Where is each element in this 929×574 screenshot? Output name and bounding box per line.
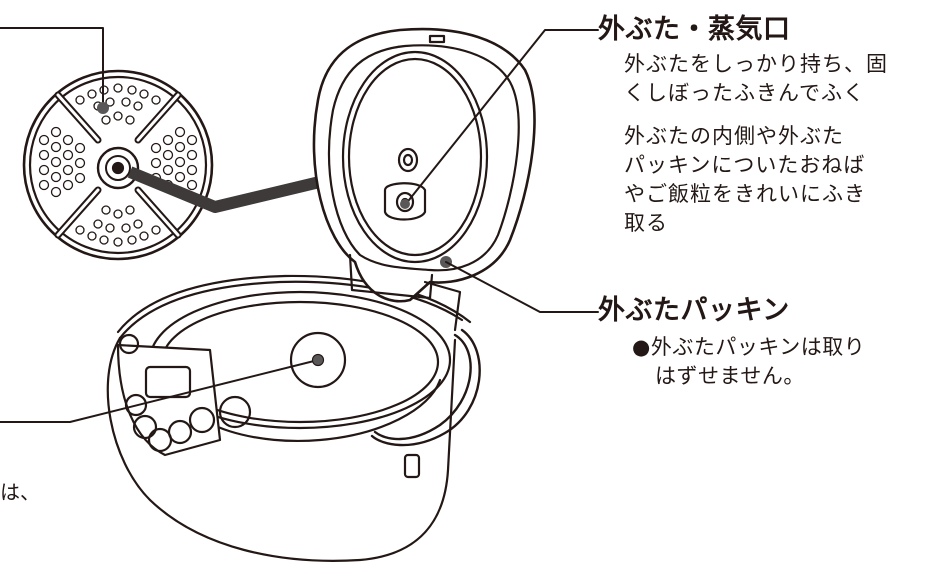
lid-packing-note-line-1: ●外ぶたパッキンは取り [632, 333, 865, 362]
leader-dot-inner-lid [97, 102, 109, 114]
lid-packing-note-line-2: はずせません。 [655, 364, 805, 388]
lid-vent-desc2-line-2: パッキンについたおねば [624, 153, 866, 177]
lid-vent-desc2-line-1: 外ぶたの内側や外ぶた [624, 124, 844, 148]
lid-packing-title: 外ぶたパッキン [598, 295, 790, 326]
leader-dot-pot [313, 355, 323, 365]
leader-line-lid-vent [404, 29, 599, 206]
leader-line-inner-lid [0, 27, 104, 108]
lid-vent-desc-line-1: 外ぶたをしっかり持ち、固 [624, 52, 888, 76]
lid-packing-note-text-1: 外ぶたパッキンは取り [650, 335, 866, 359]
partial-text-bottom-left: は、 [0, 480, 40, 504]
leader-line-pot [0, 359, 319, 423]
lid-vent-title: 外ぶた・蒸気口 [598, 14, 791, 45]
lid-vent-desc2-line-3: やご飯粒をきれいにふき [624, 182, 866, 206]
leader-line-lid-packing [445, 261, 599, 313]
leader-dot-lid-vent [400, 199, 410, 209]
lid-vent-desc-line-2: くしぼったふきんでふく [624, 81, 865, 105]
bullet-marker: ● [632, 335, 651, 359]
inner-lid-illustration [22, 69, 214, 261]
rice-cooker-body [106, 27, 536, 562]
lid-vent-desc2-line-4: 取る [624, 211, 668, 235]
